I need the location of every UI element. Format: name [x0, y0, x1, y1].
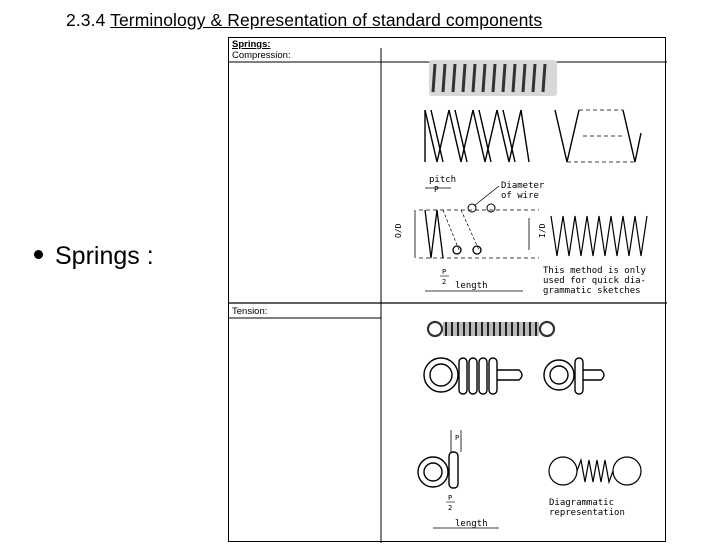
springs-drawing: pitch P Diameter of wire O/D I/D P 2 len…: [229, 48, 667, 543]
wire-section-icon: [467, 203, 477, 213]
heading-number: 2.3.4: [66, 10, 106, 30]
tension-p-half-bottom: 2: [448, 504, 452, 512]
compression-spring-sectioned: [554, 109, 642, 163]
tension-spring-detail: [423, 357, 523, 395]
tension-label: Tension:: [232, 306, 268, 317]
length-label: length: [455, 281, 488, 291]
compression-label: Compression:: [232, 50, 291, 61]
tension-length-label: length: [455, 519, 488, 529]
od-label: O/D: [394, 223, 403, 238]
p-half-bottom: 2: [442, 278, 446, 286]
bullet-item: Springs :: [34, 242, 154, 271]
tension-spring-end: [543, 357, 605, 395]
diameter-label-line2: of wire: [501, 191, 539, 201]
compression-spring-section: [414, 209, 539, 259]
diagrammatic-tension-spring: [548, 456, 642, 486]
wire-section-icon: [486, 203, 496, 213]
springs-title: Springs:: [232, 39, 271, 50]
heading-text: Terminology & Representation of standard…: [110, 10, 543, 30]
springs-figure: pitch P Diameter of wire O/D I/D P 2 len…: [228, 37, 667, 543]
p-half-top: P: [442, 268, 446, 276]
pitch-p-label: P: [434, 185, 439, 194]
tension-p-half-top: P: [448, 494, 452, 502]
compression-spring-detail: [424, 109, 530, 163]
bullet-dot-icon: [34, 249, 43, 259]
compression-photo-spring: [429, 60, 557, 96]
method-note: This method is only used for quick dia- …: [543, 266, 646, 296]
tension-photo-spring: [426, 320, 556, 338]
diagrammatic-compression-spring: [550, 215, 648, 257]
bullet-text: Springs :: [55, 242, 154, 270]
tension-spring-section: [417, 430, 499, 529]
diameter-label-line1: Diameter: [501, 181, 545, 191]
id-label: I/D: [538, 223, 547, 238]
tension-p-label: P: [455, 434, 459, 442]
leader-line: [473, 185, 500, 207]
slide-heading: 2.3.4 Terminology & Representation of st…: [66, 10, 542, 31]
diagrammatic-note: Diagrammatic representation: [549, 498, 625, 518]
pitch-label: pitch: [429, 175, 456, 185]
